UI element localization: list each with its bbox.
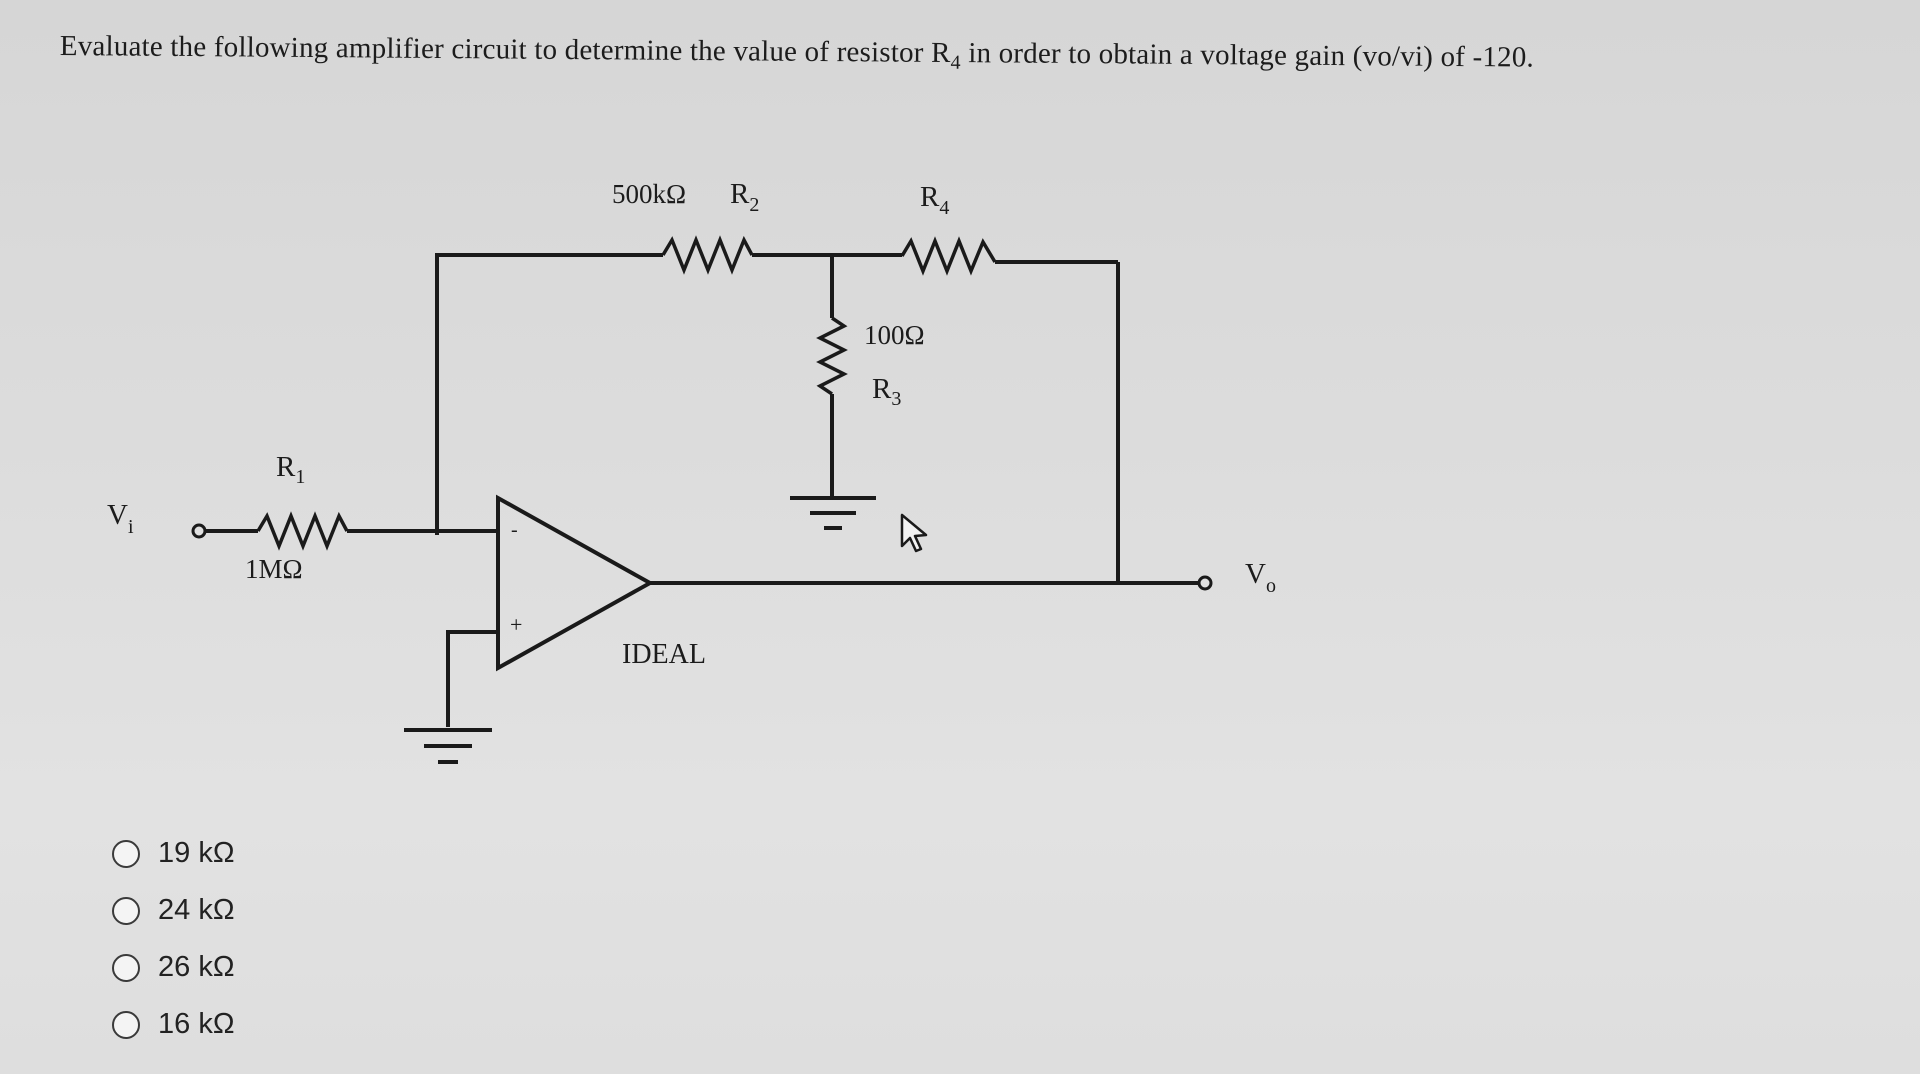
option-label: 26 kΩ — [158, 951, 235, 983]
radio-button-icon[interactable] — [112, 953, 140, 982]
r1-value: 1MΩ — [245, 554, 303, 584]
option-26k[interactable]: 26 kΩ — [112, 939, 235, 996]
resistor-r4 — [900, 236, 997, 276]
input-terminal-icon — [191, 523, 207, 539]
feedback-wires — [435, 253, 1120, 582]
answer-options: 19 kΩ 24 kΩ 26 kΩ 16 kΩ — [112, 825, 235, 1053]
r2-value: 500kΩ — [612, 179, 686, 209]
radio-button-icon[interactable] — [112, 839, 140, 868]
output-label: Vo — [1245, 558, 1276, 597]
option-label: 24 kΩ — [158, 894, 235, 926]
radio-button-icon[interactable] — [112, 1010, 140, 1039]
mouse-pointer-icon — [900, 513, 928, 553]
option-16k[interactable]: 16 kΩ — [112, 996, 235, 1053]
resistor-r1 — [256, 511, 349, 551]
ground-r3-icon — [790, 496, 876, 530]
noninverting-wire — [446, 630, 498, 727]
r4-label: R4 — [920, 181, 949, 219]
r2-label: R2 — [730, 178, 759, 216]
ground-opamp-icon — [404, 728, 492, 764]
inverting-input-sign: - — [511, 519, 518, 541]
opamp-ideal-label: IDEAL — [622, 639, 706, 670]
resistor-r3 — [816, 257, 848, 496]
option-label: 19 kΩ — [158, 837, 235, 869]
option-24k[interactable]: 24 kΩ — [112, 882, 235, 939]
r3-label: R3 — [872, 373, 901, 410]
noninverting-input-sign: + — [510, 612, 522, 637]
option-19k[interactable]: 19 kΩ — [112, 825, 235, 882]
r3-value: 100Ω — [864, 320, 925, 350]
output-terminal-icon — [1197, 575, 1213, 591]
resistor-r2 — [661, 235, 754, 275]
opamp-symbol — [496, 494, 655, 672]
option-label: 16 kΩ — [158, 1008, 235, 1040]
input-label: Vi — [107, 499, 134, 538]
radio-button-icon[interactable] — [112, 896, 140, 925]
r1-label: R1 — [276, 451, 305, 488]
